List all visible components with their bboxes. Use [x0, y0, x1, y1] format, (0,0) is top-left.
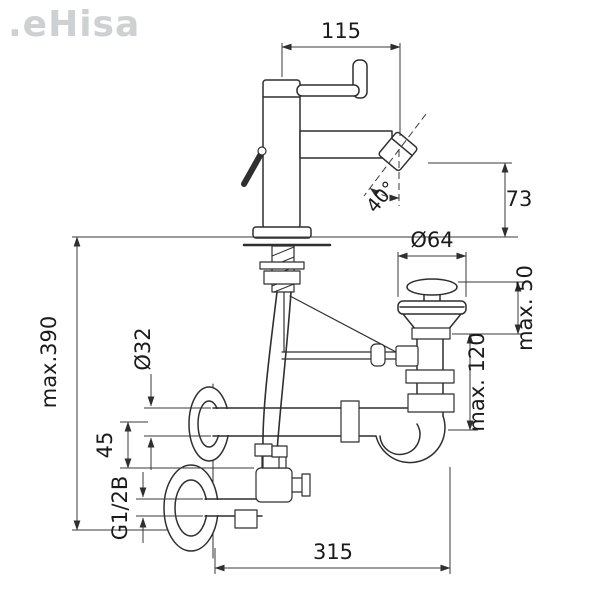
dim-label-115: 115 [321, 19, 361, 43]
hose-fitting [254, 443, 273, 457]
wall-flange-supply [163, 464, 219, 552]
waste-cap [406, 278, 458, 296]
shank-washer [259, 261, 305, 270]
angle-valve [255, 455, 311, 503]
shank-nut [263, 270, 301, 285]
lever-handle [296, 59, 368, 99]
p-trap [340, 400, 446, 464]
pop-up-waste [397, 278, 467, 417]
waste-locknut [405, 369, 455, 384]
dim-label-40deg: 40° [362, 177, 401, 217]
threaded-shank [259, 245, 305, 293]
faucet-body [262, 79, 301, 229]
dimension-g12b [136, 472, 203, 543]
dimension-115 [281, 43, 401, 136]
watermark-logo: .eHisa [8, 4, 141, 45]
supply-pipe [204, 498, 265, 529]
dim-label-max50: max. 50 [513, 265, 537, 351]
side-lever [241, 146, 267, 187]
dimension-73 [428, 162, 512, 238]
dimension-315 [214, 467, 451, 574]
trap-compression-nut [340, 400, 360, 443]
dimension-40deg [363, 113, 427, 206]
dimension-64 [397, 252, 467, 297]
dim-label-max120: max. 120 [465, 332, 489, 431]
waste-tee [395, 345, 419, 367]
dim-label-64: Ø64 [410, 228, 453, 252]
dimension-32 [144, 374, 211, 470]
supply-union-nut [234, 509, 258, 529]
dim-label-32: Ø32 [131, 327, 155, 370]
base-escutcheon [252, 226, 312, 239]
dim-label-g12b: G1/2B [108, 476, 132, 540]
dim-label-max390: max.390 [37, 316, 61, 409]
trap-inlet-nut [407, 393, 455, 413]
dim-label-315: 315 [313, 540, 353, 564]
spout [299, 130, 393, 159]
dimension-max120 [448, 333, 478, 431]
dimension-max50 [452, 281, 524, 335]
linkage-ball-joint [370, 343, 386, 367]
dim-label-45: 45 [93, 432, 117, 459]
hose-fitting [271, 445, 288, 458]
dim-label-73: 73 [506, 187, 533, 211]
waste-ring-nut [411, 327, 451, 340]
dimension-max390 [72, 236, 518, 531]
dimension-45 [120, 421, 254, 469]
pop-up-linkage [281, 291, 419, 367]
supply-hoses [254, 291, 292, 469]
